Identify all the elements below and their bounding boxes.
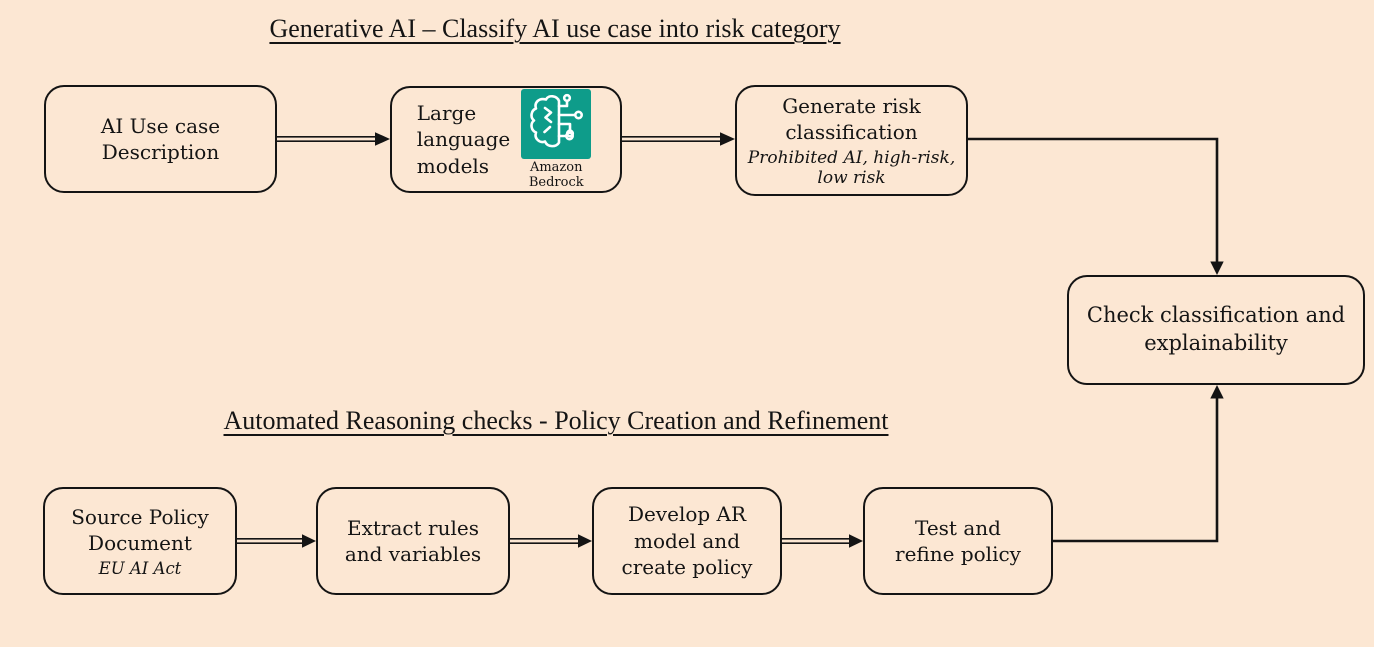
arrowhead [1210,261,1224,275]
node-source-policy-document: Source Policy Document EU AI Act [43,487,237,595]
arrowhead [302,534,316,548]
arrow-llm-to-generate-risk [622,132,735,146]
section-title-automated-reasoning: Automated Reasoning checks - Policy Crea… [223,406,889,435]
arrowhead [849,534,863,548]
arrowhead [720,132,735,146]
node-label: AI Use case Description [100,113,221,164]
arrowhead [375,132,390,146]
amazon-bedrock-caption: Amazon Bedrock [528,160,584,190]
node-label: Extract rules and variables [344,515,482,566]
node-test-refine-policy: Test and refine policy [863,487,1053,595]
arrowhead [578,534,592,548]
node-label: Source Policy Document [71,504,209,556]
arrow-develop-to-test [782,534,863,548]
node-label: Generate risk classification [782,94,921,145]
arrow-source-to-extract [237,534,316,548]
node-develop-ar-model: Develop AR model and create policy [592,487,782,595]
node-sublabel: Prohibited AI, high-risk, low risk [747,147,956,188]
node-generate-risk-classification: Generate risk classification Prohibited … [735,85,968,196]
node-label: Check classification and explainability [1086,303,1346,355]
node-label: Test and refine policy [895,515,1021,566]
connector-test-to-check [1053,385,1224,543]
arrowhead [1210,385,1224,399]
node-sublabel: EU AI Act [98,558,182,578]
amazon-bedrock-badge: Amazon Bedrock [517,89,595,189]
node-large-language-models: Large language models Amazo [390,86,622,193]
node-ai-use-case: AI Use case Description [44,85,277,193]
arrow-use-case-to-llm [277,132,390,146]
arrow-extract-to-develop [510,534,592,548]
connector-generate-risk-to-check [968,137,1224,275]
node-extract-rules: Extract rules and variables [316,487,510,595]
amazon-bedrock-icon [521,89,592,160]
node-label: Large language models [416,100,511,178]
section-title-generative-ai: Generative AI – Classify AI use case int… [269,14,841,43]
node-label: Develop AR model and create policy [621,502,753,580]
node-check-classification: Check classification and explainability [1067,275,1365,385]
